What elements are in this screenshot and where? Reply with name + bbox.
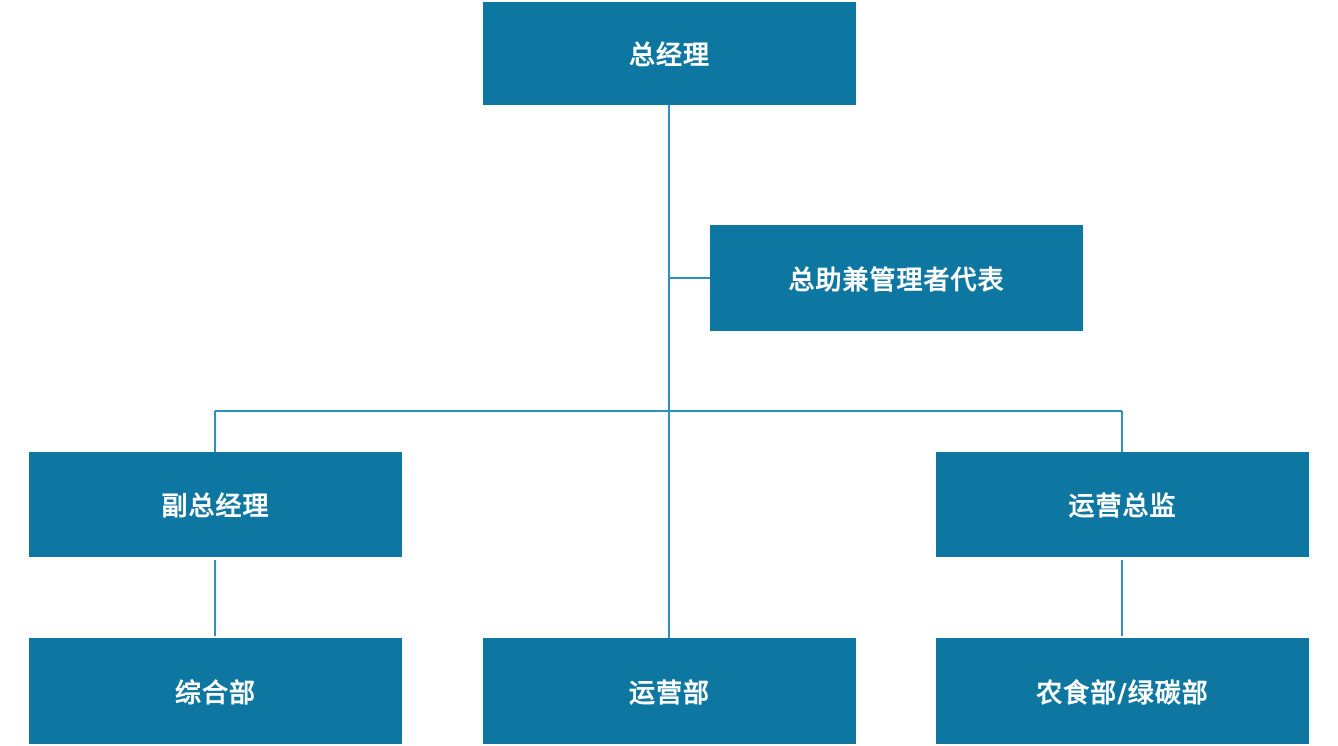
node-label: 农食部/绿碳部 — [1036, 678, 1209, 709]
node-label: 运营部 — [628, 678, 710, 709]
node-operations-director: 运营总监 — [936, 452, 1309, 557]
node-label: 总经理 — [628, 41, 710, 71]
node-label: 总助兼管理者代表 — [788, 265, 1005, 296]
node-assistant-management-rep: 总助兼管理者代表 — [710, 225, 1083, 331]
node-label: 运营总监 — [1068, 492, 1177, 522]
node-agri-food-green-carbon-department: 农食部/绿碳部 — [936, 638, 1309, 744]
node-general-manager: 总经理 — [483, 2, 856, 105]
node-general-department: 综合部 — [29, 638, 402, 744]
node-deputy-general-manager: 副总经理 — [29, 452, 402, 557]
node-label: 综合部 — [174, 678, 256, 709]
node-operations-department: 运营部 — [483, 638, 856, 744]
node-label: 副总经理 — [161, 492, 270, 522]
